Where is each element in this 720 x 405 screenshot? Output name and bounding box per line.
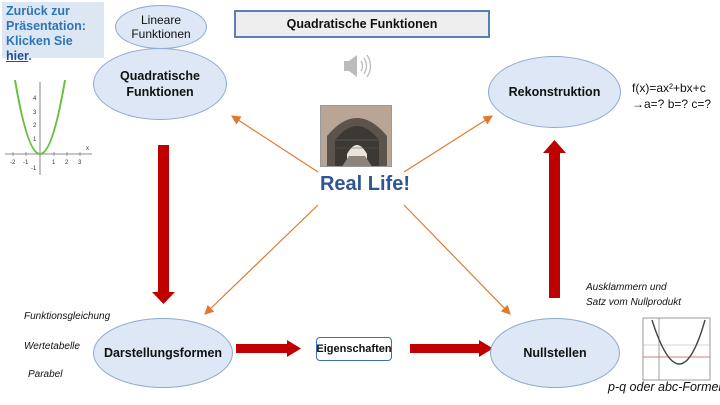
graph-y-tick: 3 xyxy=(33,110,37,116)
orange-arrow-to-null xyxy=(403,204,511,315)
graph-y-tick: 4 xyxy=(33,96,37,102)
nullstellen-plot xyxy=(642,317,711,381)
graph-x-tick: -2 xyxy=(10,160,16,166)
red-arrow-quad-to-darst xyxy=(152,145,175,304)
tunnel-photo[interactable] xyxy=(320,105,392,167)
node-nullstellen-label: Nullstellen xyxy=(523,346,587,360)
node-eigenschaften-label: Eigenschaften xyxy=(316,343,392,355)
back-line1: Zurück zur xyxy=(6,4,70,18)
node-quad-line2: Funktionen xyxy=(126,85,194,99)
graph-x-axis-label: x xyxy=(86,146,89,152)
node-quad-line1: Quadratische xyxy=(120,69,200,83)
node-quad-label: Quadratische Funktionen xyxy=(120,68,200,100)
node-rekonstruktion[interactable]: Rekonstruktion xyxy=(488,56,621,128)
label-pq-formel: p-q oder abc-Formel xyxy=(608,380,720,394)
formula-line2: →a=? b=? c=? xyxy=(632,97,712,111)
formula-line1: f(x)=ax²+bx+c xyxy=(632,81,706,95)
graph-x-tick: 2 xyxy=(65,160,69,166)
orange-arrow-to-darst xyxy=(204,204,319,315)
orange-arrow-to-rekon xyxy=(403,115,494,173)
graph-y-tick: 2 xyxy=(33,123,37,129)
parabola-graph: -2 -1 1 2 3 x 4 3 2 1 -1 xyxy=(5,79,92,175)
orange-arrow-to-quad xyxy=(230,115,319,173)
label-ausklammern: Ausklammern und xyxy=(586,282,667,293)
label-parabel: Parabel xyxy=(28,369,63,380)
back-line3: Klicken Sie hier. xyxy=(6,34,100,64)
real-life-label[interactable]: Real Life! xyxy=(319,173,411,195)
back-to-presentation-box: Zurück zur Präsentation: Klicken Sie hie… xyxy=(2,2,104,63)
label-funktionsgleichung: Funktionsgleichung xyxy=(24,311,111,322)
page-title: Quadratische Funktionen xyxy=(234,10,490,38)
back-line2: Präsentation: xyxy=(6,19,86,33)
label-wertetabelle: Wertetabelle xyxy=(24,341,80,352)
formula-text: f(x)=ax²+bx+c →a=? b=? c=? xyxy=(632,80,711,112)
label-satz-nullprodukt: Satz vom Nullprodukt xyxy=(586,297,682,308)
speaker-icon[interactable] xyxy=(344,54,372,78)
graph-x-tick: 1 xyxy=(52,160,56,166)
node-lineare-line2: Funktionen xyxy=(131,27,191,41)
node-nullstellen[interactable]: Nullstellen xyxy=(490,318,620,388)
red-arrow-eigen-to-null xyxy=(410,340,493,357)
node-lineare-label: Lineare Funktionen xyxy=(131,13,190,41)
back-line3-suffix: . xyxy=(28,49,32,63)
graph-x-tick: -1 xyxy=(23,160,29,166)
red-arrow-darst-to-eigen xyxy=(236,340,301,357)
node-darstellungsformen-label: Darstellungsformen xyxy=(103,346,223,360)
node-darstellungsformen[interactable]: Darstellungsformen xyxy=(93,318,233,388)
graph-y-tick: -1 xyxy=(31,166,37,172)
back-link[interactable]: hier xyxy=(6,49,29,63)
red-arrow-null-to-rekon xyxy=(543,140,566,298)
graph-y-tick: 1 xyxy=(33,137,37,143)
node-eigenschaften[interactable]: Eigenschaften xyxy=(316,337,392,361)
node-rekonstruktion-label: Rekonstruktion xyxy=(508,85,601,99)
node-lineare-line1: Lineare xyxy=(140,13,182,27)
back-line3-prefix: Klicken Sie xyxy=(6,34,73,48)
node-lineare-funktionen[interactable]: Lineare Funktionen xyxy=(115,5,207,49)
tunnel-photo-graphic xyxy=(321,106,391,166)
node-quadratische-funktionen[interactable]: Quadratische Funktionen xyxy=(93,48,227,120)
graph-x-tick: 3 xyxy=(78,160,82,166)
